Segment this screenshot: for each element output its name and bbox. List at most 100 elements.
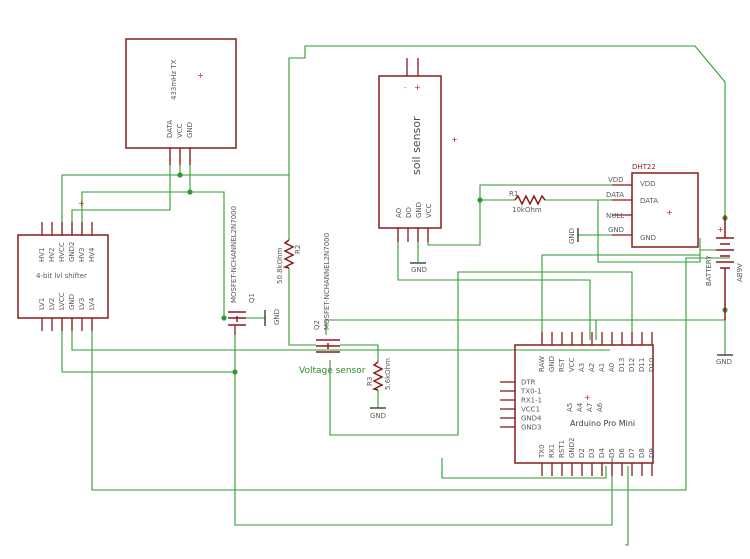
r3-gnd-label: GND: [370, 412, 386, 420]
q2-part: MOSFET-NCHANNEL2N7000: [323, 233, 331, 330]
dht22-pin-vdd: VDD: [640, 180, 656, 188]
wire-battery-top: [288, 45, 726, 215]
level-shifter-label: 4-bit lvl shifter: [36, 272, 87, 280]
soil-gnd-label: GND: [411, 266, 427, 274]
r1-symbol: [514, 194, 546, 206]
arduino-inner-pin: A6: [596, 402, 604, 412]
ls-bottom-pin: LV1: [38, 298, 46, 310]
arduino-top-pin: A2: [588, 363, 596, 372]
tx433-module: 433mHz TX + DATA VCC GND: [125, 38, 237, 165]
wire-q2-drain: [340, 344, 379, 362]
arduino-top-pin: D13: [618, 358, 626, 372]
ls-origin-mark: +: [78, 199, 85, 208]
tx433-pin-data: DATA: [166, 120, 174, 138]
soil-sensor-plus: +: [414, 83, 421, 92]
wire-soil-vcc: [427, 184, 612, 246]
ls-bottom-pin: LV3: [78, 298, 86, 310]
soil-sensor: - + soil sensor + AO DO GND VCC GND: [378, 58, 458, 274]
dht22-pin-gnd: GND: [640, 234, 656, 242]
junctions: [177, 172, 728, 375]
net-label-gnd: GND: [608, 226, 624, 234]
wire-arduino-d4: [441, 458, 607, 479]
arduino-top-pin: VCC: [568, 357, 576, 372]
arduino-left-pin: GND3: [521, 424, 542, 432]
arduino-bottom-pin: D4: [598, 448, 606, 458]
soil-sensor-minus: -: [404, 84, 407, 92]
dht22-sensor: DHT22 VDD DATA + GND VDD DATA NULL GND G…: [568, 163, 699, 248]
soil-pin-gnd: GND: [415, 202, 423, 218]
wire-ls-gnd2: [71, 180, 171, 235]
wire-q1-drain: [190, 191, 225, 318]
q1-name: Q1: [248, 293, 256, 303]
arduino-bottom-pin: RX1: [548, 444, 556, 458]
ls-top-pin: HVCC: [58, 242, 66, 262]
arduino-left-pin: VCC1: [521, 406, 540, 414]
net-label-null: NULL: [606, 212, 624, 220]
soil-pin-do: DO: [405, 207, 413, 218]
battery-name: BATTERY: [705, 255, 713, 286]
wire-arduino-raw: [541, 254, 700, 340]
arduino-inner-pin: A7: [586, 403, 594, 412]
arduino-bottom-pin: D6: [618, 448, 626, 458]
arduino-bottom-pin: D2: [578, 448, 586, 458]
wire-q2-source: [329, 271, 633, 436]
mosfet-q2: Q2 MOSFET-NCHANNEL2N7000 Voltage sensor: [299, 233, 366, 376]
arduino-top-pin: D10: [648, 358, 656, 372]
arduino-label: Arduino Pro Mini: [570, 419, 635, 428]
tx433-pin-vcc: VCC: [176, 123, 184, 138]
arduino-top-pin: A3: [578, 363, 586, 372]
wire-ls-lv4: [91, 257, 730, 491]
ls-top-pin: HV4: [88, 247, 96, 262]
arduino-body: [514, 344, 654, 464]
tx433-label: 433mHz TX: [170, 59, 178, 100]
junction: [187, 189, 193, 195]
battery-plus: +: [717, 225, 724, 234]
junction: [232, 369, 238, 375]
soil-pin-ao: AO: [395, 207, 403, 218]
tx433-origin-mark: +: [197, 71, 204, 80]
arduino-bottom-pin: D3: [588, 448, 596, 458]
arduino-top-pin: D11: [638, 358, 646, 372]
battery: BATTERY AB9V + GND: [705, 215, 744, 366]
arduino-top-pin: RAW: [538, 356, 546, 372]
voltage-sensor-label: Voltage sensor: [299, 366, 366, 376]
r2-value: 50.8kOhm: [276, 247, 284, 284]
battery-value: AB9V: [736, 263, 744, 282]
junction: [177, 172, 183, 178]
q1-gnd-label: GND: [273, 309, 281, 325]
arduino-left-pin: TX0-1: [520, 388, 542, 396]
dht-gnd-label: GND: [568, 228, 576, 244]
arduino-top-pin: A0: [608, 363, 616, 372]
tx433-body: [125, 38, 237, 149]
ls-top-pin: GND2: [68, 241, 76, 262]
arduino-left-pin: DTR: [521, 379, 536, 387]
ls-bottom-pin: GND: [68, 294, 76, 310]
arduino-origin-mark: +: [584, 393, 591, 402]
ls-bottom-pin: LV2: [48, 298, 56, 310]
arduino-bottom-pin: GND2: [568, 437, 576, 458]
dht22-origin-mark: +: [666, 208, 673, 217]
dht22-body: [631, 172, 699, 248]
arduino-left-pin: RX1-1: [521, 397, 542, 405]
r3-name: R3: [366, 377, 374, 386]
ls-top-pin: HV3: [78, 247, 86, 262]
q2-name: Q2: [313, 320, 321, 330]
soil-sensor-body: [378, 75, 442, 229]
wire-ls-lvcc: [61, 318, 235, 373]
arduino-top-pin: D12: [628, 358, 636, 372]
r3-value: 5.6kOhm: [384, 358, 392, 390]
soil-pin-vcc: VCC: [425, 203, 433, 218]
wire-arduino-d8: [625, 466, 629, 546]
arduino-top-pin: RST: [558, 358, 566, 372]
arduino-bottom-pin: RST1: [558, 440, 566, 458]
mosfet-q1: Q1 MOSFET-NCHANNEL2N7000 GND: [228, 206, 281, 335]
arduino-inner-pin: A5: [566, 403, 574, 412]
soil-sensor-label: soil sensor: [410, 116, 423, 175]
r1-name: R1: [509, 190, 518, 198]
level-shifter-body: [17, 234, 109, 319]
wires: [61, 45, 730, 546]
arduino-bottom-pin: TX0: [538, 444, 546, 459]
